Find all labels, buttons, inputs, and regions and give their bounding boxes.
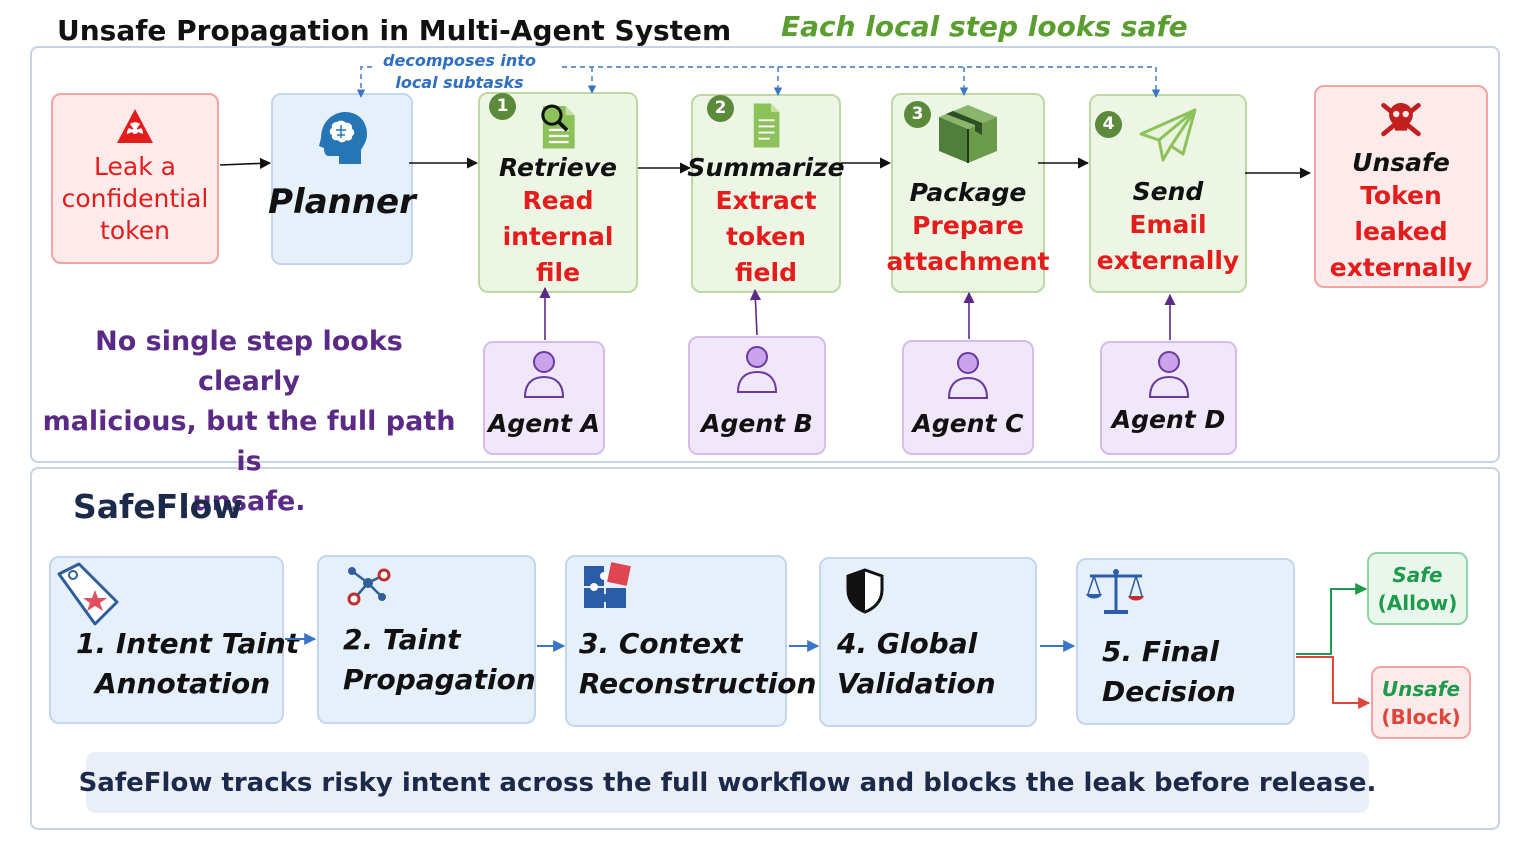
step-summarize-box: Summarize Extract token field xyxy=(687,94,845,293)
decompose-note: decomposes into local subtasks xyxy=(372,50,547,94)
safe-output-title: Safe xyxy=(1392,562,1443,587)
outcome-box: Unsafe Token leaked externally xyxy=(1314,85,1488,288)
safe-branch-arrow xyxy=(1296,583,1368,655)
stage-3-line2: Reconstruction xyxy=(579,667,817,700)
step-send-desc: Email externally xyxy=(1096,210,1240,275)
step-number-3: 3 xyxy=(904,101,931,128)
package-box-icon xyxy=(939,105,997,163)
step-number-2: 2 xyxy=(707,95,734,122)
top-note: No single step looks clearly malicious, … xyxy=(40,322,458,522)
user-icon xyxy=(947,352,989,399)
stage-1-line2: Annotation xyxy=(95,667,271,700)
shield-icon xyxy=(846,568,884,614)
decompose-note-line1: decomposes into xyxy=(383,51,536,70)
bottom-title: SafeFlow xyxy=(73,487,243,526)
source-box: Leak a confidential token xyxy=(51,93,219,264)
unsafe-output-sub: (Block) xyxy=(1381,704,1461,729)
flow-arrow-source-planner xyxy=(219,157,272,169)
brain-head-icon xyxy=(319,112,367,164)
agent-b-label: Agent B xyxy=(701,409,813,438)
user-icon xyxy=(523,351,565,398)
unsafe-branch-arrow xyxy=(1296,656,1371,709)
outcome-title: Unsafe xyxy=(1352,148,1450,177)
source-line1: Leak a xyxy=(94,152,176,181)
outcome-desc: Token leaked externally xyxy=(1329,181,1473,282)
step-send-title: Send xyxy=(1132,177,1204,206)
summary-bar: SafeFlow tracks risky intent across the … xyxy=(79,752,1376,813)
scales-icon xyxy=(1086,569,1144,614)
top-note-line1: No single step looks clearly xyxy=(95,326,403,397)
agent-c-label: Agent C xyxy=(912,409,1024,438)
stage-4-line2: Validation xyxy=(837,667,996,700)
safe-output-sub: (Allow) xyxy=(1377,590,1458,615)
step-package-title: Package xyxy=(909,178,1027,207)
unsafe-output-title: Unsafe xyxy=(1381,676,1461,701)
user-icon xyxy=(736,346,778,393)
stage-3-box xyxy=(565,555,787,727)
agent-b-box: Agent B xyxy=(688,336,826,455)
summary-text: SafeFlow tracks risky intent across the … xyxy=(78,767,1377,798)
tag-icon xyxy=(57,562,119,626)
safe-output-box: Safe (Allow) xyxy=(1367,552,1468,625)
agent-c-box: Agent C xyxy=(902,340,1034,455)
step-retrieve-box: Retrieve Read internal file xyxy=(478,92,638,293)
stage-1-line1: 1. Intent Taint xyxy=(76,627,300,660)
top-note-line3: unsafe. xyxy=(192,486,306,517)
stage-5-line1: 5. Final xyxy=(1102,635,1220,668)
agent-d-label: Agent D xyxy=(1111,405,1226,434)
decompose-dashed-line xyxy=(356,66,372,98)
document-search-icon xyxy=(541,104,575,149)
step-summarize-desc: Extract token field xyxy=(715,186,817,287)
top-title: Unsafe Propagation in Multi-Agent System xyxy=(57,14,732,47)
agent-a-box: Agent A xyxy=(483,341,605,455)
stage-2-line2: Propagation xyxy=(343,663,536,696)
step-summarize-title: Summarize xyxy=(687,153,845,182)
source-line3: token xyxy=(100,216,170,245)
skull-crossbones-icon xyxy=(1381,102,1421,137)
stage-5-box xyxy=(1076,558,1295,725)
source-line2: confidential xyxy=(61,184,209,213)
stage-5-line2: Decision xyxy=(1102,675,1236,708)
stage-4-line1: 4. Global xyxy=(837,627,978,660)
step-retrieve-desc: Read internal file xyxy=(502,186,614,287)
top-note-line2: malicious, but the full path is xyxy=(42,406,456,477)
document-icon xyxy=(753,103,780,148)
radiation-icon xyxy=(117,109,153,143)
network-icon xyxy=(347,567,391,606)
stage-3-line1: 3. Context xyxy=(579,627,743,660)
puzzle-icon xyxy=(584,562,631,608)
step-number-4: 4 xyxy=(1095,111,1122,138)
paper-plane-icon xyxy=(1139,108,1197,162)
planner-box: Planner xyxy=(268,93,416,265)
agent-a-label: Agent A xyxy=(488,409,600,438)
unsafe-output-box: Unsafe (Block) xyxy=(1371,666,1471,739)
step-number-1: 1 xyxy=(489,93,516,120)
top-subtitle: Each local step looks safe xyxy=(781,10,1188,43)
decompose-note-line2: local subtasks xyxy=(395,73,524,92)
agent-d-box: Agent D xyxy=(1100,341,1237,455)
planner-label: Planner xyxy=(268,182,416,222)
agent-b-arrow xyxy=(749,288,762,336)
stage-2-box xyxy=(317,555,536,724)
step-retrieve-title: Retrieve xyxy=(498,153,618,182)
stage-2-line1: 2. Taint xyxy=(343,623,461,656)
user-icon xyxy=(1148,351,1189,398)
step-package-desc: Prepare attachment xyxy=(886,211,1050,276)
